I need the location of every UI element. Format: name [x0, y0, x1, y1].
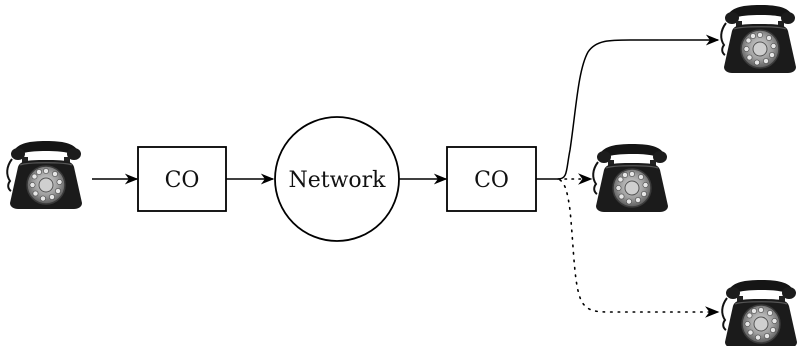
edge-co-to-top-phone — [536, 34, 720, 180]
caller-phone-icon — [6, 140, 83, 210]
co-right-node: CO — [446, 146, 537, 212]
network-node: Network — [274, 116, 400, 242]
co-right-label: CO — [474, 168, 509, 193]
edge-co-to-bottom-phone — [559, 179, 720, 318]
network-label: Network — [288, 168, 386, 193]
co-left-label: CO — [165, 168, 200, 193]
callee-middle-phone-icon — [592, 143, 669, 213]
callee-top-phone-icon — [720, 4, 797, 74]
co-left-node: CO — [137, 146, 227, 212]
callee-bottom-phone-icon — [721, 279, 798, 346]
